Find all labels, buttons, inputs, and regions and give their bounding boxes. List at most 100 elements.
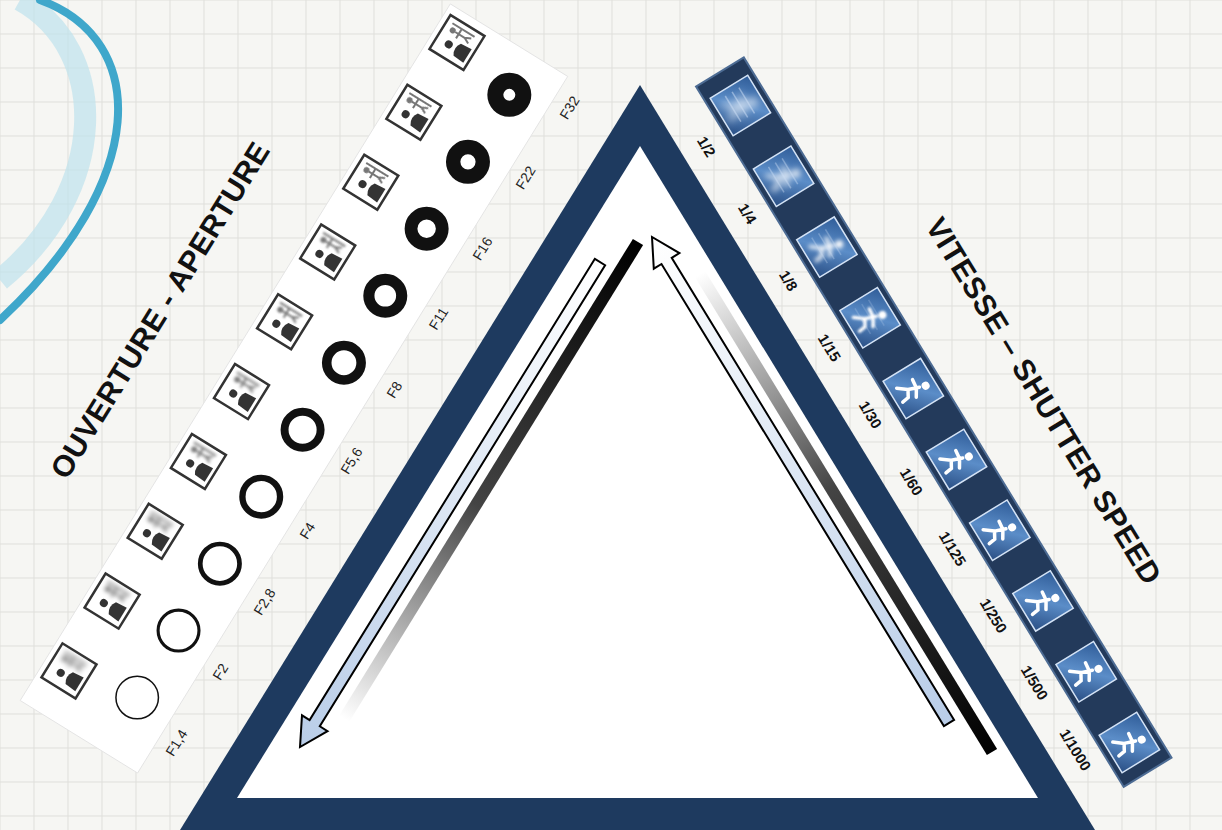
triangle-frame <box>180 85 1095 830</box>
motion-streak <box>739 88 755 114</box>
shutter-speed: 1/250 <box>976 596 1010 637</box>
subject-figure <box>441 36 472 63</box>
depth-icon <box>257 294 312 349</box>
runner-figure <box>765 160 802 192</box>
motion-streak <box>869 300 885 326</box>
icon-frame <box>1099 712 1159 772</box>
f-number: F4 <box>297 520 319 542</box>
icon-frame <box>883 358 943 418</box>
motion-icon <box>840 288 900 348</box>
aperture-ring <box>116 676 159 719</box>
icon-frame <box>257 294 312 349</box>
direction-arrow <box>652 237 954 726</box>
aperture-ring <box>158 610 199 651</box>
grid-line <box>0 34 1222 35</box>
motion-icon <box>1013 571 1073 631</box>
icon-frame <box>128 504 183 559</box>
motion-streak <box>862 304 878 330</box>
motion-streak <box>782 158 798 184</box>
runner-figure <box>1068 656 1105 688</box>
depth-icon <box>300 224 355 279</box>
icon-frame <box>41 643 96 698</box>
grid-line <box>0 102 1222 103</box>
icon-frame <box>300 224 355 279</box>
icon-frame <box>840 288 900 348</box>
aperture-ring <box>411 213 442 244</box>
runner-figure <box>722 89 759 121</box>
icon-frame <box>926 429 986 489</box>
runner-figure <box>938 443 975 475</box>
motion-icon <box>883 358 943 418</box>
shutter-speed: 1/1000 <box>1056 727 1094 775</box>
runner-figure <box>1111 726 1148 758</box>
aperture-ring <box>495 81 523 109</box>
subject-figure <box>226 385 257 412</box>
axis-title: VITESSE – SHUTTER SPEED <box>920 212 1169 590</box>
aperture-ring <box>200 544 239 583</box>
motion-streak <box>768 167 784 193</box>
icon-frame <box>710 75 770 135</box>
f-number: F8 <box>384 379 406 401</box>
runner-figure <box>852 302 889 334</box>
motion-icon <box>797 217 857 277</box>
runner-figure <box>809 231 846 263</box>
icon-frame <box>753 146 813 206</box>
motion-streak <box>775 163 791 189</box>
triangle-inside <box>237 146 1038 798</box>
subject-figure <box>53 664 84 691</box>
subject-figure <box>398 105 429 132</box>
shutter-speed: 1/4 <box>734 201 759 227</box>
aperture-ring <box>369 279 402 312</box>
shutter-speed: 1/500 <box>1017 663 1051 704</box>
depth-icon <box>128 504 183 559</box>
f-number: F22 <box>513 164 539 193</box>
depth-icon <box>343 155 398 210</box>
aperture-ring <box>285 412 321 448</box>
icon-frame <box>85 574 140 629</box>
grid-line <box>0 0 1 830</box>
aperture-ring <box>242 478 280 516</box>
depth-icon <box>214 364 269 419</box>
runner-figure <box>981 514 1018 546</box>
depth-icon <box>386 85 441 140</box>
f-number: F32 <box>557 93 583 122</box>
swirl <box>0 0 118 320</box>
motion-icon <box>1056 641 1116 701</box>
shutter-speed: 1/60 <box>896 465 925 499</box>
motion-icon <box>710 75 770 135</box>
f-number: F2,8 <box>251 586 279 618</box>
motion-streak <box>825 229 841 255</box>
motion-streak <box>732 92 748 118</box>
shutter-speed: 1/30 <box>855 398 884 432</box>
f-number: F11 <box>426 305 451 333</box>
aperture-ring <box>327 346 361 380</box>
depth-icon <box>429 15 484 70</box>
motion-streak <box>855 308 871 334</box>
gradient-bar <box>695 271 997 755</box>
icon-frame <box>214 364 269 419</box>
aperture-ring <box>453 147 483 177</box>
depth-icon <box>85 574 140 629</box>
motion-streak <box>725 96 741 122</box>
motion-icon <box>970 500 1030 560</box>
f-number: F2 <box>210 661 232 683</box>
grid-line <box>0 68 1222 69</box>
motion-icon <box>1099 712 1159 772</box>
motion-icon <box>926 429 986 489</box>
icon-frame <box>171 434 226 489</box>
icon-frame <box>429 15 484 70</box>
subject-figure <box>96 594 127 621</box>
direction-arrow <box>300 259 605 747</box>
subject-figure <box>139 524 170 551</box>
shutter-speed: 1/2 <box>694 134 719 160</box>
depth-icon <box>41 643 96 698</box>
depth-icon <box>171 434 226 489</box>
f-number: F5,6 <box>338 445 366 477</box>
grid-line <box>1190 0 1191 830</box>
grid-line <box>1156 0 1157 830</box>
icon-frame <box>797 217 857 277</box>
